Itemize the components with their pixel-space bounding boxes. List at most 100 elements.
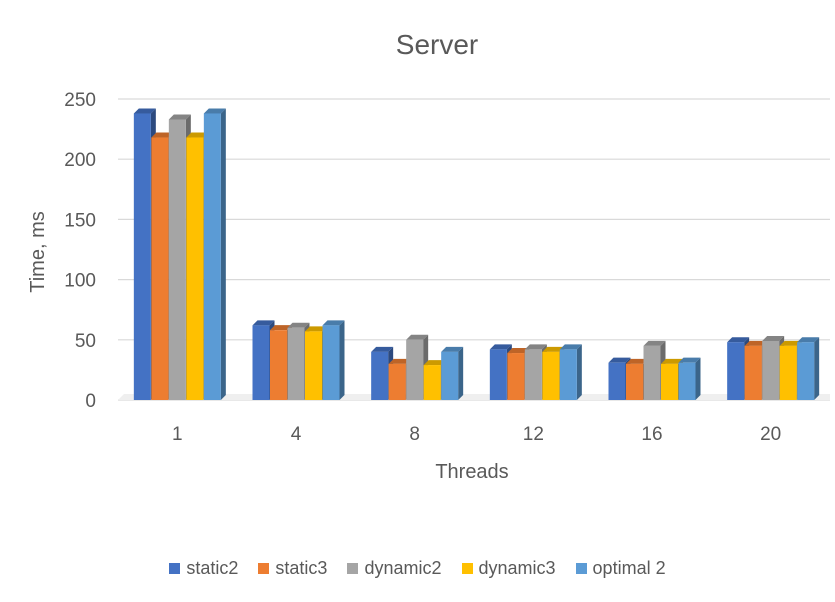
bar-front	[779, 345, 797, 400]
legend-item: static3	[258, 558, 327, 579]
bar-front	[388, 363, 406, 400]
legend-label: dynamic3	[478, 557, 556, 578]
bar-top	[626, 358, 648, 364]
bar-top	[186, 132, 209, 138]
bar-top	[507, 348, 530, 354]
bar-top	[524, 344, 547, 350]
bar-front	[151, 137, 169, 400]
bar-top	[678, 357, 701, 363]
bar-front	[608, 362, 626, 400]
bar-top	[559, 344, 582, 350]
bar-top	[133, 108, 156, 114]
legend-swatch	[461, 562, 473, 574]
bar	[559, 344, 582, 400]
bar-top	[441, 346, 464, 352]
bar-front	[203, 113, 221, 400]
bar-front	[287, 327, 305, 400]
bar-side	[339, 320, 345, 400]
x-tick-label: 16	[641, 424, 662, 445]
bar-top	[727, 337, 750, 343]
legend-item: optimal 2	[575, 557, 666, 579]
bar-front	[643, 345, 661, 400]
bar-top	[542, 346, 565, 352]
bar-front	[797, 342, 815, 400]
legend-label: static2	[186, 557, 239, 578]
bar-front	[322, 325, 340, 400]
bar-front	[441, 351, 459, 400]
bar-top	[489, 344, 512, 350]
bar-top	[322, 320, 345, 326]
legend: static2 static3 dynamic2 dynamic3 optimal 2	[0, 556, 835, 580]
bar-side	[695, 357, 701, 400]
bar-front	[744, 345, 762, 400]
y-tick-label: 0	[85, 391, 96, 412]
bar-top	[371, 346, 394, 352]
y-tick-label: 100	[64, 271, 96, 292]
bar-front	[559, 349, 577, 400]
y-axis-label: Time, ms	[27, 211, 49, 292]
x-tick-label: 12	[523, 424, 544, 445]
bar-front	[305, 331, 322, 400]
bar-front	[727, 342, 745, 400]
bar-front	[542, 351, 560, 400]
x-axis-label: Threads	[435, 461, 508, 483]
bar	[322, 320, 345, 400]
x-tick-label: 8	[409, 424, 420, 445]
bar-top	[151, 132, 174, 138]
x-tick-label: 20	[760, 424, 781, 445]
bars	[133, 108, 820, 400]
bar-front	[168, 119, 186, 400]
bar-front	[678, 362, 696, 400]
bar	[203, 108, 226, 400]
bar-top	[252, 320, 275, 326]
bar-front	[252, 325, 270, 400]
legend-label: static3	[275, 557, 328, 578]
legend-swatch	[575, 562, 587, 574]
bar-top	[406, 334, 429, 340]
bar-top	[797, 337, 820, 343]
bar-top	[305, 326, 327, 332]
y-tick-label: 250	[64, 90, 96, 111]
bar-top	[388, 358, 411, 364]
bar-front	[626, 363, 643, 400]
chart-title: Server	[396, 29, 478, 60]
x-tick-label: 1	[172, 424, 183, 445]
legend-swatch	[347, 562, 359, 574]
bar-front	[186, 137, 204, 400]
bar-front	[406, 339, 424, 400]
bar-front	[661, 363, 678, 400]
bar-front	[133, 113, 151, 400]
legend-item: static2	[169, 558, 238, 579]
bar-front	[371, 351, 389, 400]
bar	[797, 337, 820, 400]
bar-side	[458, 346, 464, 400]
bar-top	[287, 322, 310, 328]
bar-front	[489, 349, 507, 400]
bar-front	[507, 353, 525, 400]
bar-top	[661, 358, 683, 364]
bar-front	[524, 349, 542, 400]
y-tick-label: 50	[75, 331, 96, 352]
legend-label: optimal 2	[592, 557, 666, 578]
y-tick-label: 150	[64, 210, 96, 231]
bar-side	[576, 344, 582, 400]
bar-top	[270, 325, 292, 331]
legend-swatch	[169, 562, 181, 574]
bar	[678, 357, 701, 400]
bar-top	[744, 340, 767, 346]
bar-front	[762, 341, 780, 400]
legend-item: dynamic3	[461, 557, 556, 579]
bar-top	[762, 336, 785, 342]
bar-side	[220, 108, 226, 400]
bar-side	[814, 337, 820, 400]
bar-top	[168, 114, 191, 120]
legend-item: dynamic2	[347, 558, 442, 579]
bar-top	[608, 357, 631, 363]
bar	[441, 346, 464, 400]
bar-front	[423, 365, 441, 400]
legend-swatch	[258, 562, 270, 574]
bar-front	[270, 330, 287, 400]
